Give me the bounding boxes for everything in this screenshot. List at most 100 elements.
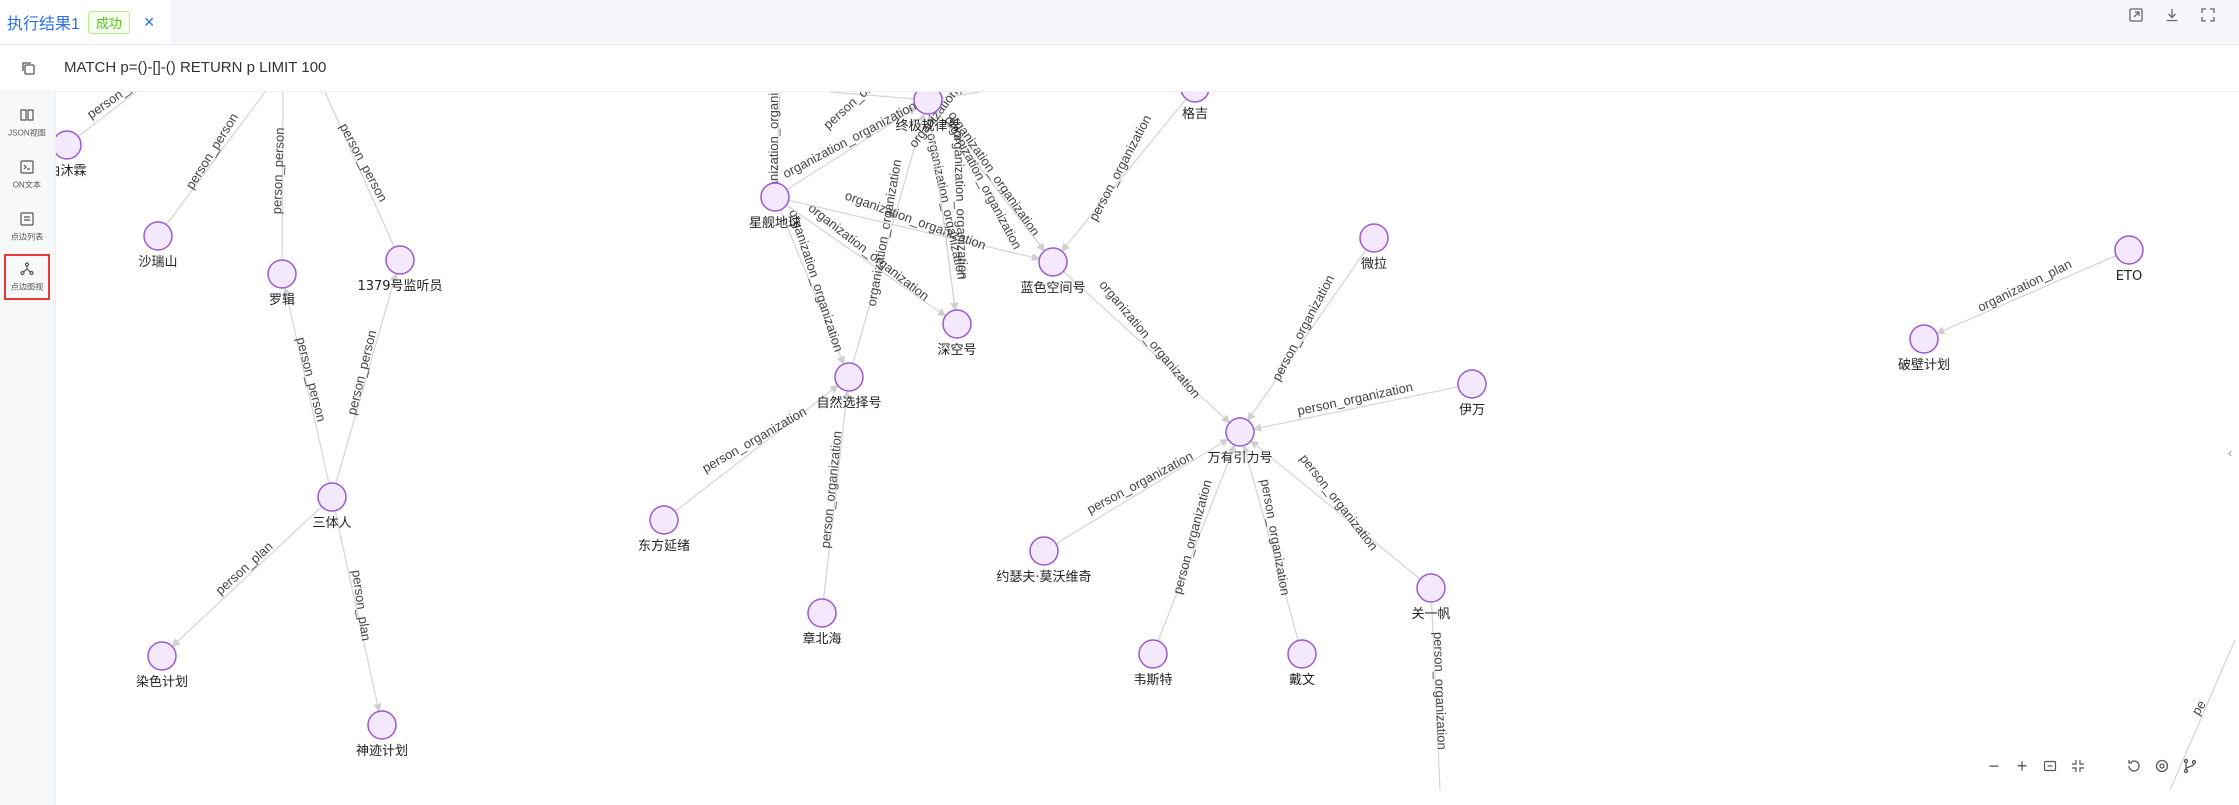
graph-edge[interactable] bbox=[281, 92, 284, 261]
node-circle[interactable] bbox=[367, 710, 397, 740]
node-circle[interactable] bbox=[1909, 324, 1939, 354]
tab-title[interactable]: 执行结果1 bbox=[7, 16, 80, 33]
download-icon[interactable] bbox=[2161, 4, 2183, 26]
graph-edge[interactable] bbox=[1431, 601, 1441, 791]
sidebar-item-json-text[interactable]: ON文本 bbox=[4, 152, 50, 198]
graph-edge[interactable] bbox=[1061, 98, 1187, 252]
graph-edge[interactable] bbox=[926, 113, 956, 311]
branch-icon[interactable] bbox=[2181, 757, 2199, 775]
graph-edge[interactable] bbox=[1936, 255, 2117, 335]
graph-node[interactable]: 微拉 bbox=[1359, 223, 1389, 272]
node-circle[interactable] bbox=[2114, 235, 2144, 265]
node-circle[interactable] bbox=[143, 221, 173, 251]
node-circle[interactable] bbox=[385, 245, 415, 275]
node-circle[interactable] bbox=[317, 482, 347, 512]
zoom-out-icon[interactable]: − bbox=[1988, 755, 2000, 776]
node-circle[interactable] bbox=[56, 130, 82, 160]
zoom-in-icon[interactable]: + bbox=[2016, 755, 2028, 776]
export-icon[interactable] bbox=[2125, 4, 2147, 26]
graph-node[interactable]: 自然选择号 bbox=[816, 362, 882, 411]
sidebar-item-list[interactable]: 点边列表 bbox=[4, 204, 50, 250]
node-circle[interactable] bbox=[913, 92, 943, 115]
graph-edge[interactable] bbox=[786, 106, 917, 191]
graph-edge[interactable] bbox=[324, 92, 395, 248]
fit-view-icon[interactable] bbox=[2041, 757, 2059, 775]
graph-edge[interactable] bbox=[335, 272, 399, 484]
node-circle[interactable] bbox=[942, 309, 972, 339]
node-circle[interactable] bbox=[1287, 639, 1317, 669]
graph-edge[interactable] bbox=[1241, 444, 1299, 641]
graph-node[interactable]: 罗辑 bbox=[267, 259, 297, 308]
graph-node[interactable]: 约瑟夫·莫沃维奇 bbox=[996, 536, 1092, 585]
node-circle[interactable] bbox=[649, 505, 679, 535]
graph-node[interactable]: 三体人 bbox=[312, 482, 352, 531]
reset-icon[interactable] bbox=[2125, 757, 2143, 775]
graph-node[interactable]: 破壁计划 bbox=[1898, 324, 1950, 373]
graph-node[interactable]: ETO bbox=[2114, 235, 2144, 284]
copy-icon[interactable] bbox=[20, 60, 36, 76]
graph-edge[interactable] bbox=[1250, 440, 1421, 580]
graph-node[interactable]: 终极规律号 bbox=[895, 92, 961, 134]
graph-node[interactable]: 蓝色空间号 bbox=[1020, 247, 1086, 296]
graph-edge[interactable] bbox=[2169, 639, 2236, 791]
graph-edge[interactable] bbox=[1062, 270, 1231, 424]
graph-node[interactable]: 章北海 bbox=[802, 598, 842, 647]
node-circle[interactable] bbox=[1029, 536, 1059, 566]
graph-edge[interactable] bbox=[936, 110, 1045, 252]
graph-node[interactable]: 韦斯特 bbox=[1133, 639, 1173, 688]
graph-edge[interactable] bbox=[165, 92, 266, 226]
graph-edge[interactable] bbox=[1247, 249, 1367, 422]
graph-node[interactable]: 东方延绪 bbox=[638, 505, 690, 554]
graph-edge[interactable] bbox=[786, 204, 947, 317]
node-circle[interactable] bbox=[807, 598, 837, 628]
graph-edge[interactable] bbox=[788, 199, 1041, 262]
graph-node[interactable]: 关一帆 bbox=[1411, 573, 1451, 622]
graph-edge[interactable] bbox=[941, 92, 981, 99]
graph-node[interactable]: 星舰地球 bbox=[749, 182, 801, 231]
node-circle[interactable] bbox=[1038, 247, 1068, 277]
node-circle[interactable] bbox=[267, 259, 297, 289]
graph-edge[interactable] bbox=[674, 385, 839, 512]
graph-edge[interactable] bbox=[171, 506, 323, 648]
close-tab-button[interactable]: × bbox=[143, 11, 155, 32]
graph-node[interactable]: 格吉 bbox=[1180, 92, 1210, 122]
node-circle[interactable] bbox=[760, 182, 790, 212]
node-circle[interactable] bbox=[1457, 369, 1487, 399]
graph-edge[interactable] bbox=[1252, 386, 1459, 432]
node-circle[interactable] bbox=[1416, 573, 1446, 603]
graph-node[interactable]: 染色计划 bbox=[136, 641, 188, 690]
collapse-icon[interactable] bbox=[2069, 757, 2087, 775]
node-circle[interactable] bbox=[1180, 92, 1210, 103]
panel-expand-icon[interactable]: ‹ bbox=[2227, 444, 2233, 460]
graph-node[interactable]: 深空号 bbox=[937, 309, 977, 358]
node-circle[interactable] bbox=[1138, 639, 1168, 669]
graph-edge[interactable] bbox=[1157, 444, 1237, 642]
graph-edge[interactable] bbox=[77, 92, 175, 137]
graph-node[interactable]: 戴文 bbox=[1287, 639, 1317, 688]
layout-icon[interactable] bbox=[2153, 757, 2171, 775]
graph-edge[interactable] bbox=[334, 510, 382, 713]
graph-edge[interactable] bbox=[779, 209, 845, 365]
graph-node[interactable]: 神迹计划 bbox=[356, 710, 408, 759]
graph-edge[interactable] bbox=[829, 92, 915, 100]
result-tab[interactable]: 执行结果1 成功 × bbox=[0, 0, 170, 44]
graph-node[interactable]: 伊万 bbox=[1457, 369, 1487, 418]
graph-node[interactable]: 万有引力号 bbox=[1207, 417, 1273, 466]
node-circle[interactable] bbox=[147, 641, 177, 671]
graph-node[interactable]: 沙瑞山 bbox=[138, 221, 178, 270]
node-circle[interactable] bbox=[1225, 417, 1255, 447]
node-circle[interactable] bbox=[1359, 223, 1389, 253]
graph-edge[interactable] bbox=[852, 112, 927, 364]
sidebar-item-json-view[interactable]: JSON视图 bbox=[4, 100, 50, 146]
sidebar-item-graph[interactable]: 点边图视 bbox=[4, 254, 50, 300]
graph-edge[interactable] bbox=[822, 390, 851, 600]
graph-edge[interactable] bbox=[1055, 438, 1229, 545]
graph-node[interactable]: 由沐霖 bbox=[56, 130, 87, 179]
graph-edge[interactable] bbox=[775, 92, 781, 184]
node-circle[interactable] bbox=[834, 362, 864, 392]
graph-node[interactable]: 1379号监听员 bbox=[357, 245, 443, 294]
fullscreen-icon[interactable] bbox=[2197, 4, 2219, 26]
graph-edge[interactable] bbox=[282, 286, 330, 484]
